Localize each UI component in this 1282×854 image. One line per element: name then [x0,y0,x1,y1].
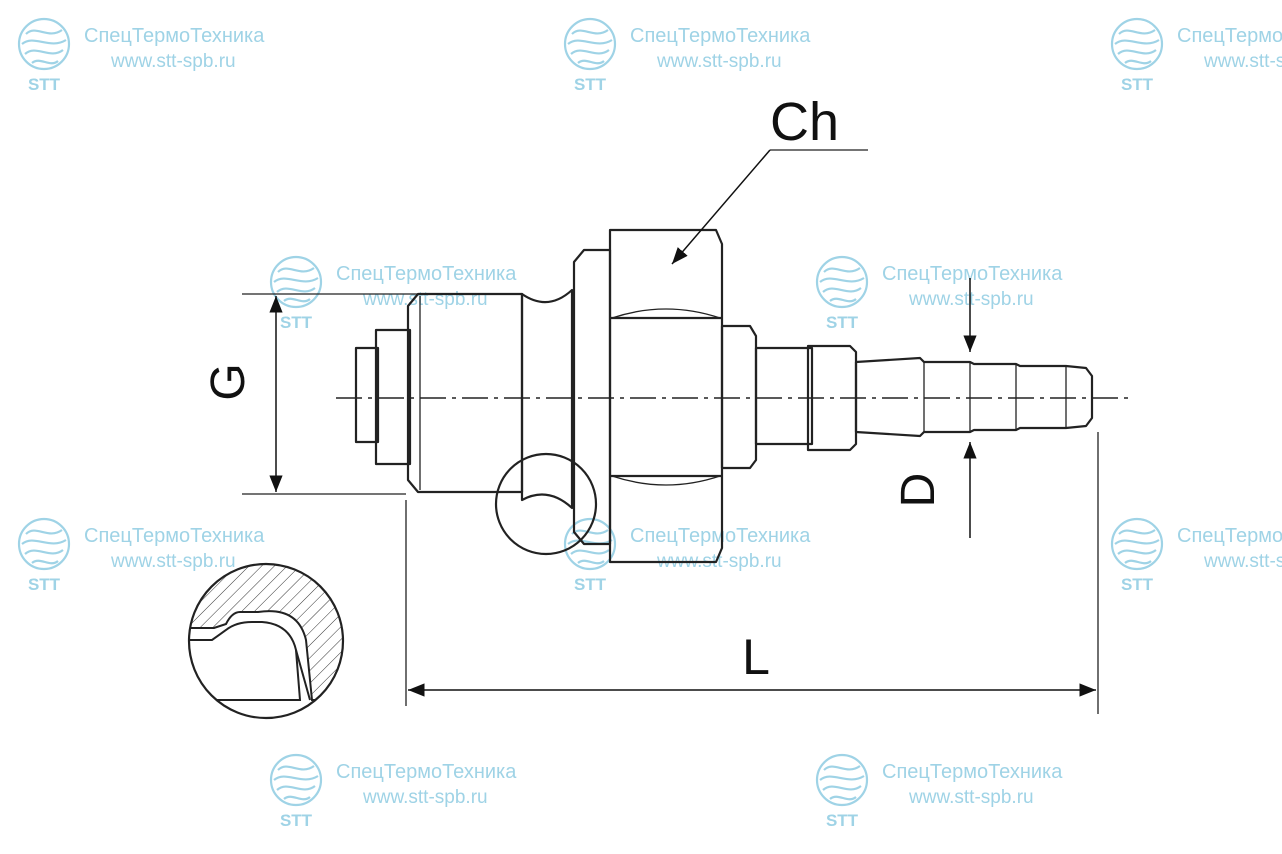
watermark: STT СпецТермоТехника www.stt-spb.ru [17,17,265,94]
dimension-ch: Ch [671,92,868,265]
watermark: STT СпецТермоТехника www.stt-spb.ru [269,753,517,830]
hose-barb [854,356,1094,438]
watermark-company: СпецТермоТехника [630,525,811,547]
thread-body [406,292,524,494]
stt-logo-icon: STT [563,517,617,594]
watermark-company: СпецТермоТехника [882,263,1063,285]
stt-logo-icon: STT [17,517,71,594]
logo-text: STT [574,75,607,94]
watermark-company: СпецТермоТехника [84,525,265,547]
watermark-url: www.stt-spb.ru [362,289,488,310]
nose [354,346,380,444]
detail-marker [494,452,598,556]
watermark-url: www.stt-spb.ru [1203,51,1282,72]
dim-d-label: D [892,473,945,508]
watermark-url: www.stt-spb.ru [908,289,1034,310]
dimension-d: D [892,278,977,538]
stt-logo-icon: STT [563,17,617,94]
detail-view [187,562,345,720]
watermark-url: www.stt-spb.ru [110,551,236,572]
watermark: STT СпецТермоТехника www.stt-spb.ru [17,517,265,594]
flange [572,248,612,546]
hex-nut [608,228,724,564]
watermark-url: www.stt-spb.ru [1203,551,1282,572]
logo-text: STT [280,811,313,830]
watermark-url: www.stt-spb.ru [362,787,488,808]
watermark: STT СпецТермоТехника www.stt-spb.ru [815,753,1063,830]
watermark-company: СпецТермоТехника [84,25,265,47]
watermark-url: www.stt-spb.ru [656,51,782,72]
logo-text: STT [28,75,61,94]
stt-logo-icon: STT [269,753,323,830]
nose-collar [374,328,412,466]
watermark-url: www.stt-spb.ru [656,551,782,572]
watermark: STT СпецТермоТехника www.stt-spb.ru [563,517,811,594]
watermark-company: СпецТермоТехника [1177,525,1282,547]
watermark-group: STT СпецТермоТехника www.stt-spb.ru STT … [17,17,1282,830]
logo-text: STT [574,575,607,594]
watermark-company: СпецТермоТехника [336,263,517,285]
watermark: STT СпецТермоТехника www.stt-spb.ru [563,17,811,94]
logo-text: STT [1121,75,1154,94]
dimension-g: G [202,293,420,495]
dimension-l: L [405,432,1099,714]
watermark-company: СпецТермоТехника [336,761,517,783]
watermark-company: СпецТермоТехника [1177,25,1282,47]
watermark-url: www.stt-spb.ru [908,787,1034,808]
stt-logo-icon: STT [1110,517,1164,594]
watermark: STT СпецТермоТехника www.stt-spb.ru [1110,517,1282,594]
barb-ring [806,344,858,452]
dim-ch-label: Ch [770,92,839,152]
logo-text: STT [826,313,859,332]
stt-logo-icon: STT [815,255,869,332]
watermark: STT СпецТермоТехника www.stt-spb.ru [815,255,1063,332]
shank [754,346,814,446]
dim-l-label: L [742,629,770,685]
dim-g-label: G [202,363,255,400]
stt-logo-icon: STT [269,255,323,332]
stt-logo-icon: STT [815,753,869,830]
logo-text: STT [826,811,859,830]
logo-text: STT [28,575,61,594]
rear-collar [720,324,758,470]
watermark-company: СпецТермоТехника [882,761,1063,783]
logo-text: STT [280,313,313,332]
watermark-company: СпецТермоТехника [630,25,811,47]
stt-logo-icon: STT [1110,17,1164,94]
watermark: STT СпецТермоТехника www.stt-spb.ru [1110,17,1282,94]
neck-groove [520,288,574,510]
watermark-url: www.stt-spb.ru [110,51,236,72]
logo-text: STT [1121,575,1154,594]
stt-logo-icon: STT [17,17,71,94]
